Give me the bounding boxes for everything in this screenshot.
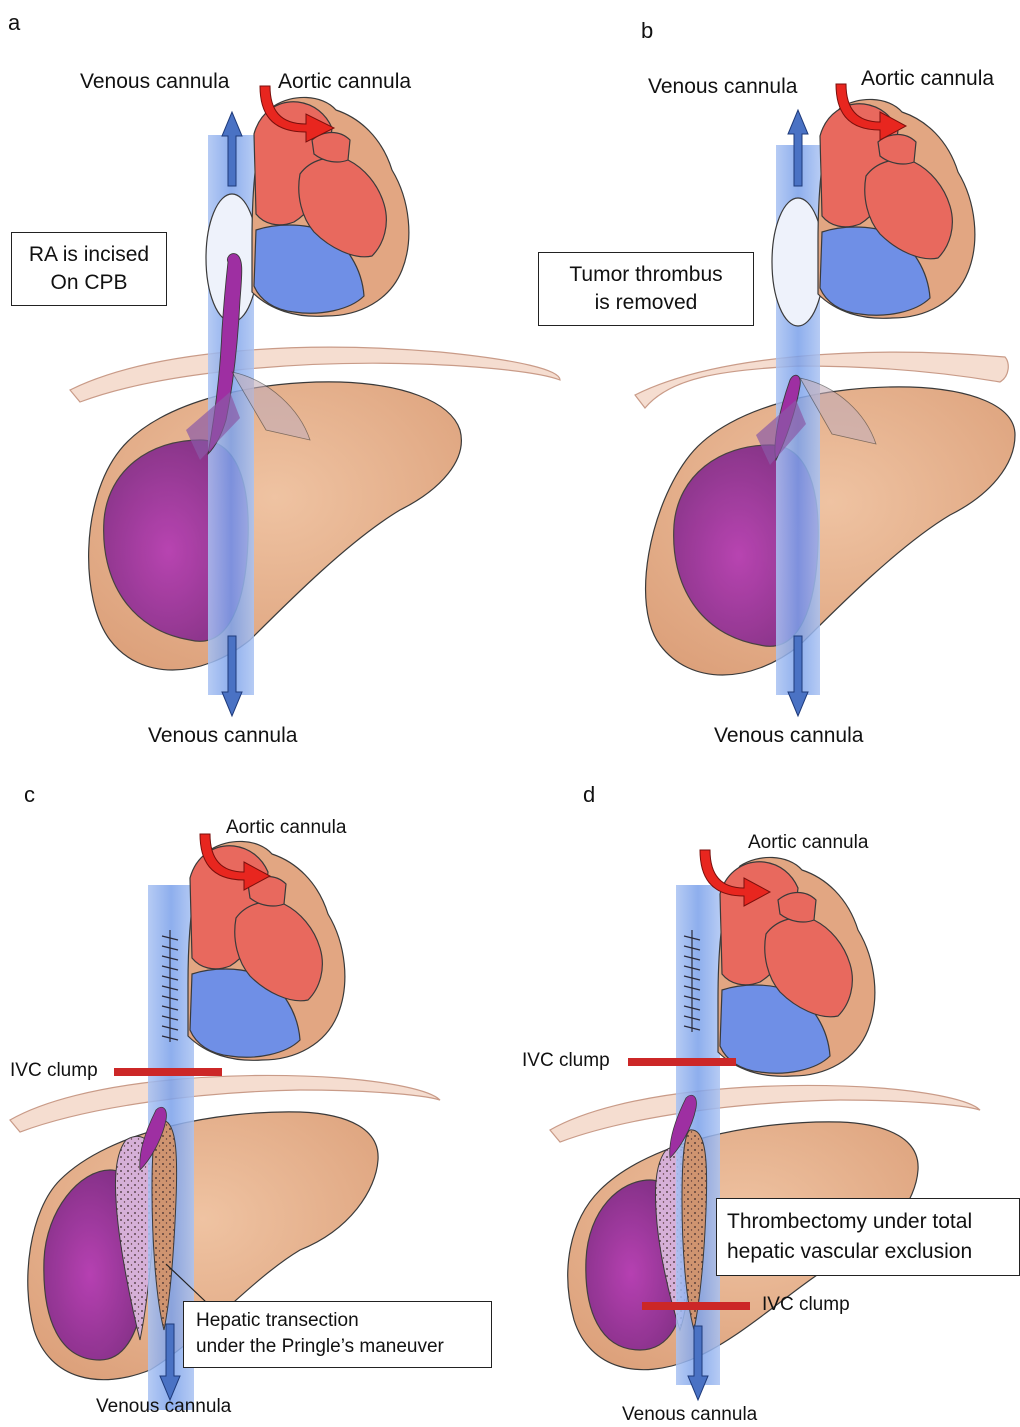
panel-d-diagram (550, 850, 980, 1400)
panel-b-diagram (635, 84, 1015, 716)
panel-c-letter: c (24, 782, 35, 808)
panel-a-letter: a (8, 10, 20, 36)
panel-d-letter: d (583, 782, 595, 808)
panel-a-venous-cannula-bottom: Venous cannula (148, 724, 297, 748)
callout-line-2: is removed (539, 289, 753, 317)
panel-a-venous-cannula-top: Venous cannula (80, 70, 229, 94)
panel-c-aortic-cannula: Aortic cannula (226, 817, 346, 839)
panel-c-callout-box: Hepatic transection under the Pringle’s … (183, 1301, 492, 1368)
panel-d-aortic-cannula: Aortic cannula (748, 832, 868, 854)
callout-line-2: under the Pringle’s maneuver (196, 1334, 481, 1360)
panel-b-venous-cannula-top: Venous cannula (648, 75, 797, 99)
panel-c-ivc-clamp-label: IVC clump (10, 1060, 98, 1082)
panel-b-callout-box: Tumor thrombus is removed (538, 252, 754, 326)
ivc-clamp (114, 1068, 222, 1076)
panel-a-diagram (70, 86, 560, 716)
panel-d-callout-box: Thrombectomy under total hepatic vascula… (716, 1198, 1020, 1276)
right-atrium-incision (772, 198, 824, 326)
callout-line-1: Tumor thrombus (539, 261, 753, 289)
callout-line-2: hepatic vascular exclusion (727, 1237, 1013, 1267)
callout-line-1: RA is incised (12, 241, 166, 269)
panel-d-venous-cannula-bottom: Venous cannula (622, 1404, 757, 1426)
panel-c-venous-cannula-bottom: Venous cannula (96, 1396, 231, 1418)
callout-line-1: Thrombectomy under total (727, 1207, 1013, 1237)
heart-shape (818, 99, 975, 318)
panel-b-venous-cannula-bottom: Venous cannula (714, 724, 863, 748)
panel-a-aortic-cannula: Aortic cannula (278, 70, 411, 94)
callout-line-2: On CPB (12, 269, 166, 297)
callout-line-1: Hepatic transection (196, 1308, 481, 1334)
panel-a-callout-box: RA is incised On CPB (11, 232, 167, 306)
panel-b-letter: b (641, 18, 653, 44)
ivc-clamp-upper (628, 1058, 736, 1066)
ivc-clamp-lower (642, 1302, 750, 1310)
panel-d-ivc-clamp-upper-label: IVC clump (522, 1050, 610, 1072)
panel-b-aortic-cannula: Aortic cannula (861, 67, 994, 91)
panel-d-ivc-clamp-lower-label: IVC clump (762, 1294, 850, 1316)
